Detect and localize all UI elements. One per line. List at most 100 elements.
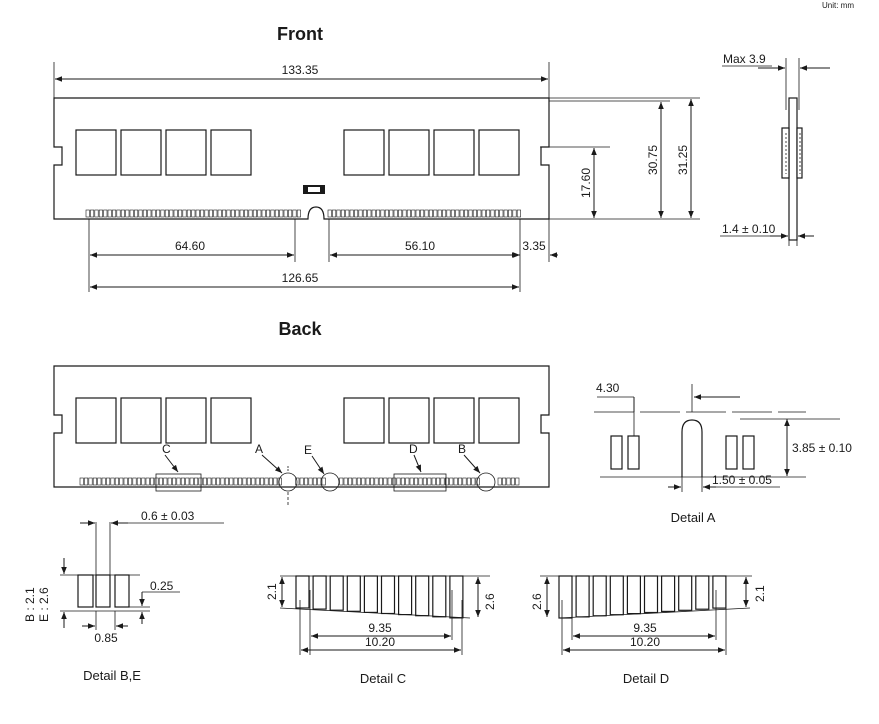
gold-finger-pin bbox=[354, 209, 359, 218]
gold-finger-pin bbox=[283, 209, 288, 218]
detail-c-pins bbox=[295, 575, 464, 619]
gold-finger-pin bbox=[211, 477, 216, 486]
front-chip bbox=[478, 129, 520, 176]
gold-finger-pin bbox=[114, 477, 119, 486]
detail-c-span-inner-label: 9.35 bbox=[368, 621, 392, 635]
back-chip bbox=[165, 397, 207, 444]
detail-pin bbox=[329, 575, 344, 611]
back-callouts: C A E D B bbox=[155, 442, 496, 505]
gold-finger-pin bbox=[471, 477, 476, 486]
gold-finger-pin bbox=[503, 209, 508, 218]
gold-finger-pin bbox=[415, 209, 420, 218]
side-pcb-thickness-label: 1.4 ± 0.10 bbox=[722, 222, 776, 236]
gold-finger-pin bbox=[164, 209, 169, 218]
gold-finger-pin bbox=[238, 477, 243, 486]
gold-finger-pin bbox=[178, 209, 183, 218]
gold-finger-pin bbox=[252, 209, 257, 218]
back-chip bbox=[433, 397, 475, 444]
gold-finger-pin bbox=[90, 209, 95, 218]
gold-finger-pin bbox=[411, 209, 416, 218]
gold-finger-pin bbox=[365, 477, 370, 486]
detail-d-pins bbox=[558, 575, 727, 619]
gold-finger-pin bbox=[356, 477, 361, 486]
detail-pin bbox=[380, 575, 396, 615]
gold-finger-pin bbox=[327, 209, 332, 218]
gold-finger-pin bbox=[506, 477, 511, 486]
gold-finger-pin bbox=[352, 477, 357, 486]
gold-finger-pin bbox=[235, 209, 240, 218]
gold-finger-pin bbox=[349, 209, 354, 218]
gold-finger-pin bbox=[428, 209, 433, 218]
gold-finger-pin bbox=[502, 477, 507, 486]
gold-finger-pin bbox=[422, 477, 427, 486]
gold-finger-pin bbox=[481, 209, 486, 218]
gold-finger-pin bbox=[216, 477, 221, 486]
detail-pin bbox=[643, 575, 659, 614]
detail-a: 4.30 1.50 ± 0.05 3.85 ± 0.10 Detail A bbox=[594, 381, 852, 525]
back-chip bbox=[210, 397, 252, 444]
gold-finger-pin bbox=[308, 477, 313, 486]
front-edge-offset-label: 3.35 bbox=[522, 239, 546, 253]
gold-finger-pin bbox=[317, 477, 322, 486]
front-pin-span-label: 126.65 bbox=[282, 271, 319, 285]
detail-a-pin bbox=[725, 435, 738, 470]
gold-finger-pin bbox=[106, 477, 111, 486]
detail-a-pin bbox=[627, 435, 640, 470]
gold-finger-pin bbox=[418, 477, 423, 486]
detail-pin bbox=[695, 575, 710, 610]
detail-pin bbox=[712, 575, 727, 609]
front-chip bbox=[343, 129, 385, 176]
detail-pin bbox=[312, 575, 327, 610]
gold-finger-pin bbox=[202, 477, 207, 486]
front-height-31-label: 31.25 bbox=[676, 145, 690, 175]
gold-finger-pin bbox=[119, 477, 124, 486]
gold-finger-pin bbox=[494, 209, 499, 218]
detail-be-pin-width-label: 0.6 ± 0.03 bbox=[141, 509, 195, 523]
gold-finger-pin bbox=[292, 209, 297, 218]
gold-finger-pin bbox=[180, 477, 185, 486]
gold-finger-pin bbox=[191, 209, 196, 218]
gold-finger-pin bbox=[516, 209, 521, 218]
gold-finger-pin bbox=[449, 477, 454, 486]
gold-finger-pin bbox=[246, 477, 251, 486]
gold-finger-pin bbox=[194, 477, 199, 486]
gold-finger-pin bbox=[406, 209, 411, 218]
gold-finger-pin bbox=[138, 209, 143, 218]
gold-finger-pin bbox=[255, 477, 260, 486]
back-chip bbox=[478, 397, 520, 444]
gold-finger-pin bbox=[182, 209, 187, 218]
gold-finger-pin bbox=[123, 477, 128, 486]
front-chip bbox=[120, 129, 162, 176]
detail-be-pin bbox=[95, 574, 111, 608]
gold-finger-pin bbox=[299, 477, 304, 486]
gold-finger-pin bbox=[515, 477, 520, 486]
gold-finger-pin bbox=[154, 477, 159, 486]
gold-finger-pin bbox=[304, 477, 309, 486]
detail-pin bbox=[660, 575, 676, 613]
detail-pin bbox=[398, 575, 413, 616]
detail-a-height-label: 3.85 ± 0.10 bbox=[792, 441, 852, 455]
detail-be-pin bbox=[77, 574, 94, 608]
detail-c-span-outer-label: 10.20 bbox=[365, 635, 395, 649]
detail-pin bbox=[575, 575, 590, 618]
gold-finger-pin bbox=[332, 209, 337, 218]
side-chip-right bbox=[796, 127, 803, 179]
gold-finger-pin bbox=[409, 477, 414, 486]
gold-finger-pin bbox=[370, 477, 375, 486]
detail-pin bbox=[346, 575, 361, 612]
gold-finger-pin bbox=[158, 477, 163, 486]
gold-finger-pin bbox=[141, 477, 146, 486]
detail-be-height-label-e: E : 2.6 bbox=[37, 587, 51, 622]
gold-finger-pin bbox=[339, 477, 344, 486]
detail-be-pin bbox=[114, 574, 130, 608]
gold-finger-pin bbox=[110, 477, 115, 486]
detail-pin bbox=[609, 575, 624, 616]
gold-finger-pin bbox=[400, 477, 405, 486]
gold-finger-pin bbox=[103, 209, 108, 218]
front-dimension-heights: 17.60 30.75 31.25 bbox=[540, 97, 700, 220]
side-max-thickness-label: Max 3.9 bbox=[723, 52, 766, 66]
gold-finger-pin bbox=[242, 477, 247, 486]
detail-a-notch bbox=[681, 419, 703, 477]
gold-finger-pin bbox=[142, 209, 147, 218]
